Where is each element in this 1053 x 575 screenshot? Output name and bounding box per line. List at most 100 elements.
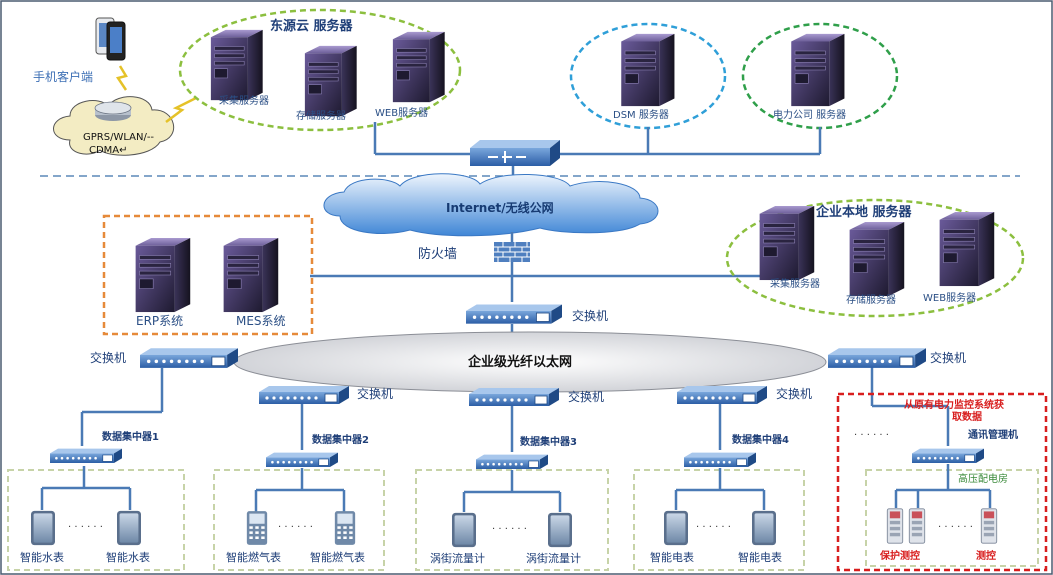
flow-meter-icon [548,512,572,548]
web-server-icon [939,211,995,287]
protection-relay-icon [886,508,904,544]
gas-meter-icon [246,511,268,545]
gas-meter-label: 智能燃气表 [226,550,281,564]
power-company-server-icon [790,33,845,107]
core-switch-label: 交换机 [572,308,608,323]
web-server-label: WEB服务器 [375,106,428,119]
ethernet-label: 企业级光纤以太网 [467,354,572,370]
collect-server-icon [759,205,815,281]
cloud-icon [53,96,175,156]
storage-server-icon [304,45,357,117]
electric-meter-group: · · · · · · 智能电表 智能电表 [633,468,805,571]
switch-4-icon [676,385,768,404]
top-links [373,122,822,186]
concentrator-label: 数据集中器1 [102,430,159,443]
storage-server-icon [849,221,905,297]
right-switch-icon [828,347,926,368]
storage-server-label: 存储服务器 [296,109,346,122]
switch-2-icon [258,385,350,404]
mobile-client-label: 手机客户端 [33,69,93,84]
water-meter-icon [117,510,141,546]
web-server-label: WEB服务器 [923,291,976,304]
gas-meter-label: 智能燃气表 [310,550,365,564]
ellipsis: · · · · · · [278,522,313,533]
switch-2-label: 交换机 [357,386,393,401]
power-monitor-title-line2: 取数据 [952,410,982,423]
power-company-label: 电力公司 服务器 [773,108,846,121]
ellipsis: · · · · · · [696,522,731,533]
flow-meter-label: 涡街流量计 [526,551,581,565]
green-dashed-ellipse [178,8,462,132]
core-switch-icon [466,303,562,324]
concentrator-label: 数据集中器4 [732,433,789,446]
cloud-icon [323,173,659,237]
distribution-links [80,366,950,452]
network-label-line2: CDMA↵ [89,145,128,156]
erp-mes-group: ERP系统 MES系统 [102,214,314,336]
left-switch-icon [140,347,238,368]
water-meter-group: · · · · · · 智能水表 智能水表 [7,466,185,571]
concentrator-icon [266,452,338,468]
electric-meter-icon [664,510,688,546]
hv-room-label: 高压配电房 [958,472,1008,485]
measure-control-icon [980,508,998,544]
collect-server-label: 采集服务器 [770,277,820,290]
protection-relay-icon [908,508,926,544]
power-company-group: 电力公司 服务器 [741,22,899,130]
left-switch-label: 交换机 [90,350,126,365]
electric-meter-icon [752,510,776,546]
erp-server-icon [135,237,191,313]
electric-meter-label: 智能电表 [650,550,694,564]
wireless-bolt-icon [115,65,128,91]
erp-label: ERP系统 [136,314,183,328]
red-dashed-box [836,392,1048,572]
concentrator-icon [684,452,756,468]
concentrator-label: 数据集中器2 [312,433,369,446]
gas-meter-group: · · · · · · 智能燃气表 智能燃气表 [213,468,385,571]
power-monitor-group: 从原有电力监控系统获 取数据 · · · · · · 通讯管理机 高压配电房 ·… [836,392,1048,572]
green-dashed-ellipse [725,198,1025,318]
network-label-line1: GPRS/WLAN/-- [83,132,154,143]
dashed-box [7,469,185,571]
water-meter-label: 智能水表 [20,550,64,564]
dsm-server-label: DSM 服务器 [613,108,669,121]
protect-label: 保护测控 [879,549,920,562]
collect-server-label: 采集服务器 [219,94,269,107]
switch-4-label: 交换机 [776,386,812,401]
ellipsis: · · · · · · [492,524,527,535]
hv-room-box [865,469,1039,567]
cloud-group-title: 东源云 服务器 [270,18,354,34]
flow-meter-icon [452,512,476,548]
concentrator-label: 数据集中器3 [520,435,577,448]
concentrator-4: 数据集中器4 [684,433,789,468]
gas-meter-icon [334,511,356,545]
dsm-server-icon [620,33,675,107]
switch-3-label: 交换机 [568,389,604,404]
comm-manager-icon [912,448,984,464]
switch-3-icon [468,387,560,406]
router-icon [470,140,560,166]
cloud-server-group: 东源云 服务器 采集服务器 存储服务器 WEB服务器 [178,8,462,132]
concentrator-3: 数据集中器3 [476,435,577,470]
concentrator-1: 数据集中器1 [50,430,159,464]
storage-server-label: 存储服务器 [846,293,896,306]
power-monitor-title-line1: 从原有电力监控系统获 [904,398,1004,411]
ellipsis: · · · · · · [854,430,889,441]
measure-label: 测控 [976,549,996,562]
internet-label: Internet/无线公网 [446,200,554,215]
mobile-client: 手机客户端 [33,17,128,91]
dashed-box [213,469,385,571]
wireless-bolt-icon [165,96,197,123]
dsm-server-group: DSM 服务器 [569,22,727,130]
electric-meter-label: 智能电表 [738,550,782,564]
mes-label: MES系统 [236,314,286,328]
water-meter-label: 智能水表 [106,550,150,564]
collect-server-icon [210,29,263,101]
concentrator-icon [50,448,122,464]
internet-cloud: Internet/无线公网 [323,173,659,237]
firewall-label: 防火墙 [418,246,457,262]
concentrator-icon [476,454,548,470]
flow-meter-label: 涡街流量计 [430,551,485,565]
